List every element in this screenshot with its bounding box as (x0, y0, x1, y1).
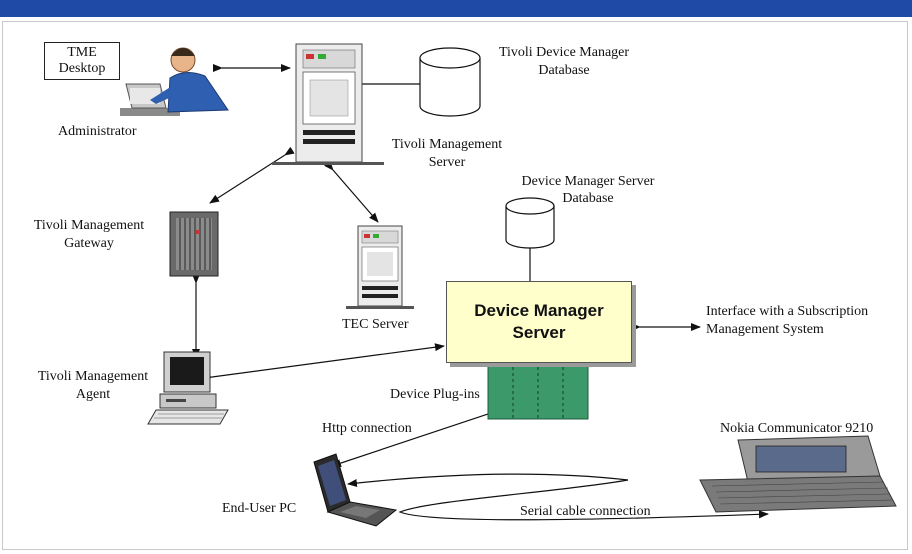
header-bar (0, 0, 912, 17)
serial-loop-upper (347, 473, 629, 488)
agent-dms-arrow (202, 343, 445, 383)
nokia-communicator-label: Nokia Communicator 9210 (720, 421, 874, 436)
tdm-database-icon (419, 47, 481, 117)
communicator-device-icon (699, 435, 897, 513)
device-manager-server-box: Device Manager Server (446, 281, 632, 363)
gateway-label-line2: Gateway (64, 236, 114, 251)
tdm-database-label-line1: Tivoli Device Manager (498, 45, 630, 60)
end-user-pc-label: End-User PC (222, 501, 297, 516)
administrator-icon (120, 47, 229, 116)
dms-database-label-line2: Database (562, 191, 614, 206)
http-connection-label: Http connection (322, 421, 412, 436)
serial-cable-label: Serial cable connection (520, 504, 651, 519)
http-arrow (331, 398, 525, 467)
subscription-label-line1: Interface with a Subscription (706, 304, 869, 319)
device-plugins-label: Device Plug-ins (390, 387, 480, 402)
tec-server-label: TEC Server (342, 317, 409, 332)
subscription-label-line2: Management System (706, 322, 824, 337)
agent-label-line2: Agent (75, 387, 111, 402)
tme-desktop-label-line1: TME (67, 45, 97, 60)
tdm-database-label-line2: Database (538, 63, 590, 78)
tec-server-icon (346, 225, 414, 309)
tme-desktop-box: TME Desktop (44, 42, 120, 80)
tme-desktop-label-line2: Desktop (58, 61, 106, 76)
diagram-frame (2, 21, 908, 550)
tms-server-icon (272, 43, 384, 165)
agent-computer-icon (147, 351, 229, 425)
dm-server-label-line1: Device Manager (474, 301, 604, 320)
tms-label-line2: Server (428, 155, 466, 170)
laptop-icon (313, 453, 398, 527)
dms-database-label-line1: Device Manager Server (521, 174, 655, 189)
gateway-rack-icon (169, 211, 219, 277)
serial-loop-lower (398, 479, 769, 521)
administrator-label: Administrator (58, 124, 137, 139)
agent-label-line1: Tivoli Management (37, 369, 149, 384)
gateway-label-line1: Tivoli Management (33, 218, 145, 233)
device-plugins-block (487, 360, 589, 420)
dms-database-icon (505, 197, 555, 249)
tms-tec-arrow (324, 160, 379, 223)
dm-server-label-line2: Server (512, 323, 566, 342)
tms-label-line1: Tivoli Management (391, 137, 503, 152)
